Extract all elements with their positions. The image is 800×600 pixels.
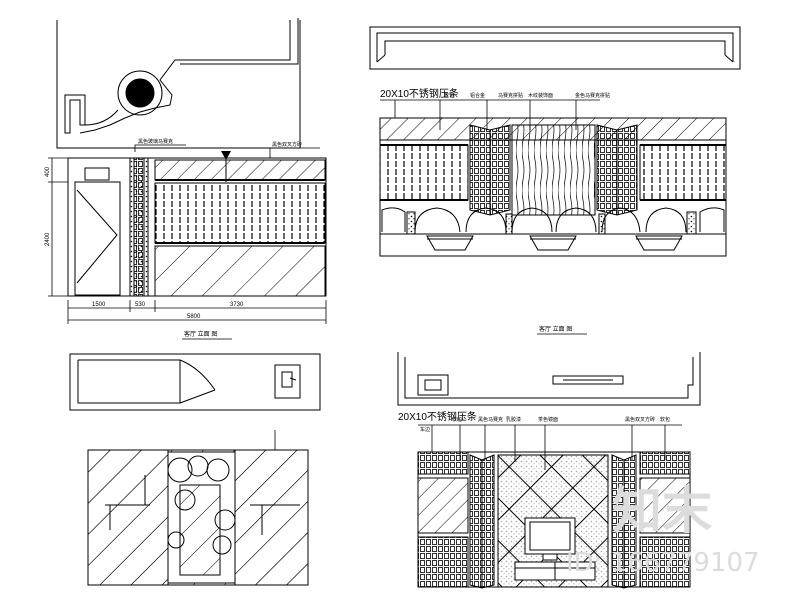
leader-label: 黑色双叉方砖: [625, 416, 655, 423]
leader-label: 金色马赛克拼贴: [575, 92, 610, 99]
plan-view-c: [69, 353, 321, 411]
watermark-brand: 知末: [612, 482, 712, 540]
section-marker-icon: [221, 151, 231, 160]
leader-label: 软包: [660, 416, 670, 423]
elevation-d: 20X10不锈钢压条 车边 软包 黑色马赛克 乳胶漆 茶色镜面 黑色双叉方砖 软…: [398, 410, 691, 589]
leader-label: 黑色马赛克: [478, 416, 503, 423]
leader-label: 茶色镜面: [538, 416, 558, 423]
ceiling-section-b: [369, 26, 741, 70]
leader-label: 木纹装饰面: [528, 92, 553, 99]
leader-label: 乳胶漆: [506, 416, 521, 423]
elevation-c: [87, 430, 309, 586]
plan-view-d: [397, 352, 701, 406]
leader-label: 马赛克拼贴: [498, 92, 523, 99]
dimension-label: 2400: [45, 232, 51, 246]
plan-view-a: [56, 18, 301, 149]
leader-label: 黑色玻璃马赛克: [138, 138, 173, 145]
dimension-label: 400: [45, 166, 51, 177]
leader-label: 铝合金: [470, 92, 485, 99]
watermark: 知末 ID: 166779107: [566, 482, 760, 578]
dimension-label: 5800: [187, 314, 201, 320]
dimension-label: 530: [135, 302, 146, 308]
leader-label: 软包: [444, 92, 454, 99]
leader-label: 车边: [420, 426, 430, 433]
leader-label: 黑色双叉方砖: [272, 141, 302, 148]
dimension-label: 1500: [92, 302, 106, 308]
leader-label: 软包: [452, 416, 462, 423]
leader-label: 20X10不锈钢压条: [380, 87, 459, 100]
drawing-caption: 客厅 立面 图: [184, 330, 217, 338]
leader-label: 20X10不锈钢压条: [398, 410, 477, 423]
elevation-b: 20X10不锈钢压条 软包 铝合金 马赛克拼贴 木纹装饰面 金色马赛克拼贴 客厅…: [379, 87, 727, 335]
drawing-caption: 客厅 立面 图: [539, 325, 572, 333]
elevation-a: 黑色玻璃马赛克 黑色双叉方砖 400 2400 1500 530 3730 58…: [45, 138, 327, 340]
dimension-label: 3730: [230, 302, 244, 308]
watermark-id: ID: 166779107: [566, 548, 760, 578]
